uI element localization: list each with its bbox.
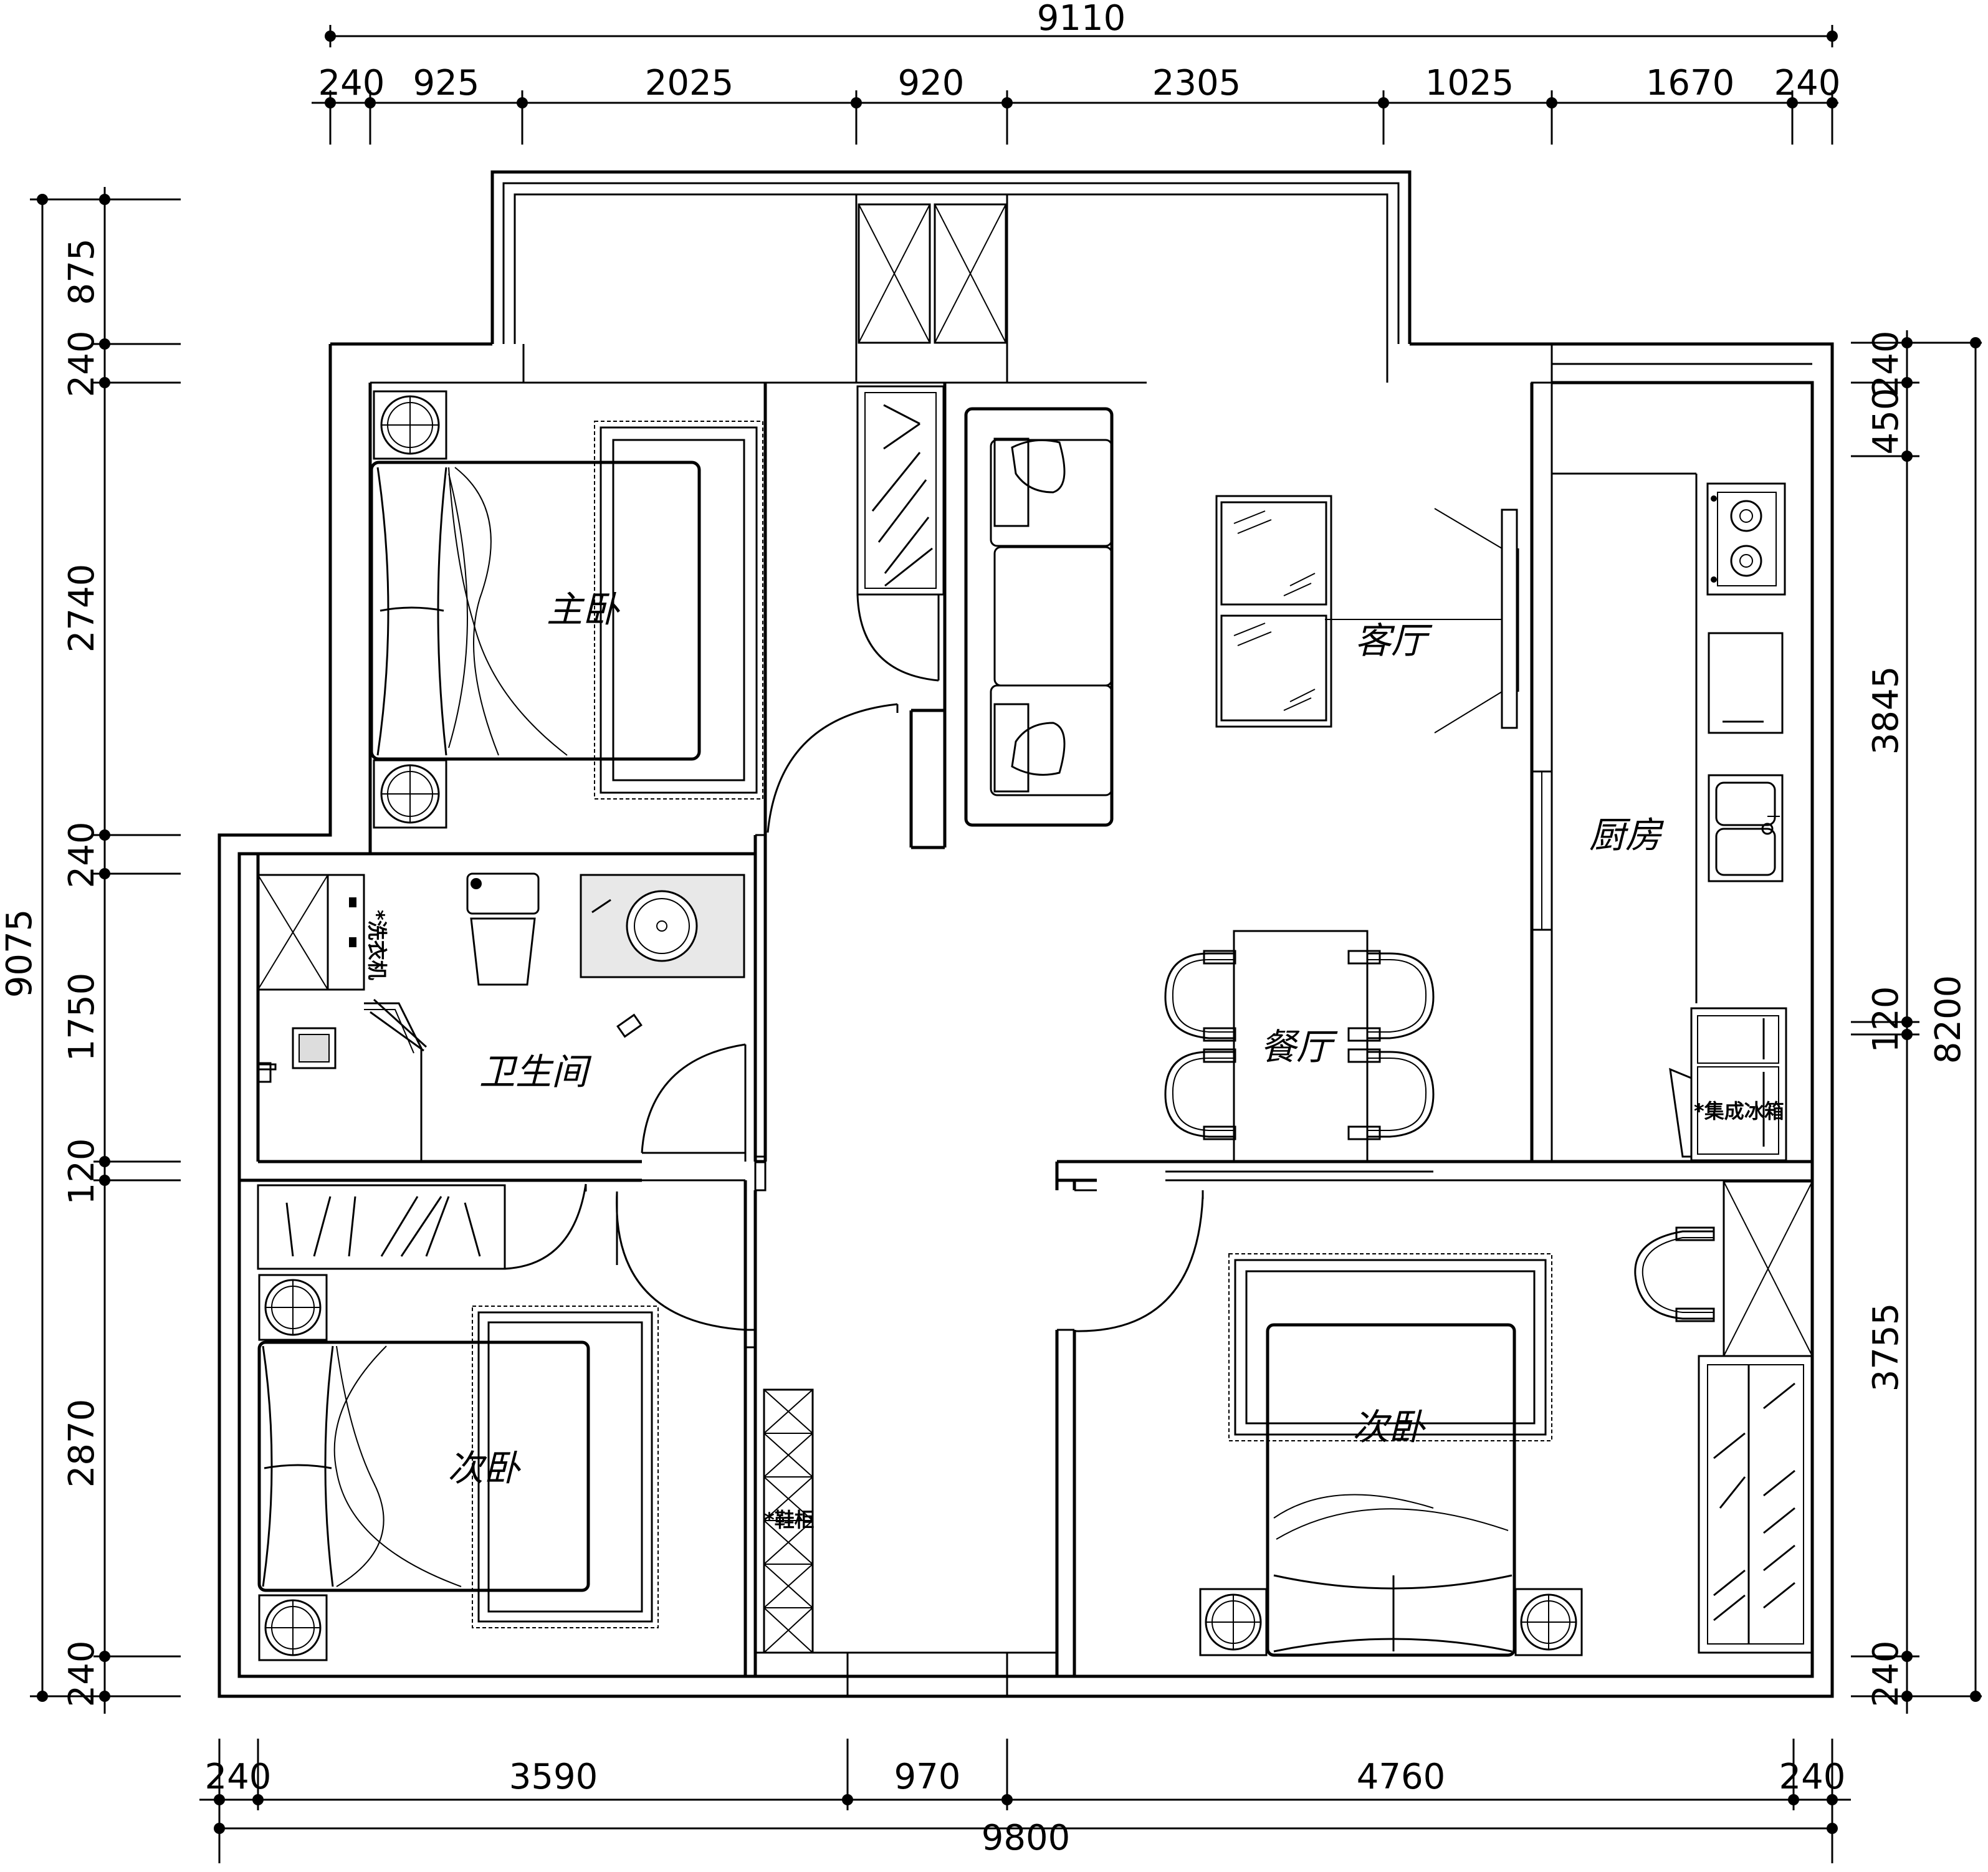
dim-top-overall: 9110 — [1037, 0, 1126, 39]
room-label-second-bedroom-right: 次卧 — [1352, 1406, 1426, 1448]
dim-left-5: 1750 — [62, 973, 102, 1062]
walls — [217, 170, 1834, 1698]
right-bedroom-door — [1074, 1190, 1204, 1332]
dim-left-3: 2740 — [62, 564, 102, 653]
dim-left-dot — [99, 1691, 110, 1702]
dim-top-dot — [1827, 97, 1838, 108]
dim-right-dot — [1901, 337, 1913, 348]
dim-top-dot — [1787, 97, 1798, 108]
dim-right-6: 240 — [1866, 1641, 1906, 1707]
dim-top-dot — [1378, 97, 1389, 108]
washing-machine-label: *洗衣机 — [365, 910, 389, 980]
wardrobe-right-bedroom — [1698, 1355, 1814, 1654]
master-door — [767, 703, 899, 833]
dim-right-dot — [1901, 1691, 1913, 1702]
dim-top-6: 1025 — [1425, 63, 1514, 103]
balcony-cabinet — [858, 203, 1007, 344]
dim-left-dot — [99, 1651, 110, 1662]
dimension-right: 240 450 3845 120 3755 240 8200 — [1851, 330, 1982, 1714]
dim-top-dot — [517, 97, 528, 108]
dim-right-overall: 8200 — [1928, 975, 1969, 1064]
dim-left-dot — [99, 1156, 110, 1167]
dim-top-2: 925 — [413, 63, 480, 103]
dim-top-dot — [1546, 97, 1557, 108]
dim-left-6: 120 — [62, 1139, 102, 1205]
shoe-cabinet-label: *鞋柜 — [764, 1508, 815, 1532]
dim-top-5: 2305 — [1152, 63, 1241, 103]
dim-left-2: 240 — [62, 331, 102, 398]
dim-left-dot — [99, 377, 110, 388]
dim-right-dot — [1901, 451, 1913, 462]
dim-top-dot — [1001, 97, 1013, 108]
dim-top-dot — [325, 97, 336, 108]
dim-right-1: 240 — [1866, 331, 1906, 398]
dim-bottom-2: 3590 — [509, 1757, 598, 1797]
room-label-master-bedroom: 主卧 — [547, 588, 620, 631]
dimension-top: 9110 240 925 2025 920 2305 1025 1670 240 — [312, 0, 1840, 145]
room-label-second-bedroom-left: 次卧 — [447, 1447, 521, 1489]
dim-bottom-4: 4760 — [1357, 1757, 1446, 1797]
room-label-kitchen: 厨房 — [1589, 814, 1665, 856]
dim-right-dot — [1901, 377, 1913, 388]
dim-right-4: 120 — [1866, 986, 1906, 1053]
desk-right-bedroom — [1634, 1180, 1814, 1357]
dim-top-8: 240 — [1774, 63, 1841, 103]
master-bedroom: 主卧 — [370, 390, 763, 829]
shoe-cabinet: *鞋柜 — [763, 1388, 815, 1654]
dim-top-dot — [851, 97, 862, 108]
room-label-dining-room: 餐厅 — [1260, 1026, 1338, 1068]
dim-left-4: 240 — [62, 822, 102, 889]
dim-top-3: 2025 — [645, 63, 734, 103]
dim-right-dot — [1901, 1016, 1913, 1028]
dim-right-dot — [1901, 1029, 1913, 1040]
dimension-left: 9075 875 240 2740 240 1750 120 2870 240 — [0, 187, 181, 1714]
dim-right-3: 3845 — [1866, 666, 1906, 755]
dim-top-1: 240 — [318, 63, 385, 103]
dim-left-8: 240 — [62, 1641, 102, 1707]
dim-left-dot — [99, 338, 110, 350]
sofa — [964, 407, 1114, 827]
bathroom: *洗衣机 卫生间 — [257, 872, 745, 1162]
left-bedroom-door — [616, 1191, 746, 1331]
dim-left-dot — [99, 194, 110, 205]
fridge: *集成冰箱 — [1669, 1007, 1787, 1162]
kitchen: 厨房 — [1589, 482, 1786, 882]
wardrobe-master — [856, 385, 945, 682]
dim-top-4: 920 — [898, 63, 965, 103]
fridge-label: *集成冰箱 — [1694, 1099, 1784, 1123]
dim-bottom-3: 970 — [894, 1757, 961, 1797]
dim-bottom-1: 240 — [205, 1757, 272, 1797]
right-bedroom: 次卧 — [1199, 1253, 1583, 1657]
dim-right-5: 3755 — [1866, 1303, 1906, 1392]
dimension-bottom: 240 3590 970 4760 240 9800 — [199, 1739, 1851, 1863]
dim-left-7: 2870 — [62, 1399, 102, 1488]
tv-console: 客厅 — [1215, 495, 1519, 733]
dim-left-dot — [99, 829, 110, 841]
dim-left-dot — [99, 868, 110, 879]
dim-right-2: 450 — [1866, 388, 1906, 455]
room-label-living-room: 客厅 — [1355, 619, 1433, 662]
left-bedroom: 次卧 — [257, 1183, 659, 1661]
dim-left-1: 875 — [62, 239, 102, 305]
dim-top-7: 1670 — [1646, 63, 1735, 103]
bathroom-door — [641, 1043, 747, 1162]
dim-bottom-5: 240 — [1779, 1757, 1846, 1797]
dim-right-dot — [1901, 1651, 1913, 1662]
dim-left-overall: 9075 — [0, 909, 40, 998]
dim-bottom-overall: 9800 — [982, 1818, 1071, 1858]
dim-left-dot — [99, 1175, 110, 1186]
dining-table: 餐厅 — [1164, 930, 1435, 1163]
room-label-bathroom: 卫生间 — [479, 1051, 592, 1093]
dim-top-dot — [365, 97, 376, 108]
